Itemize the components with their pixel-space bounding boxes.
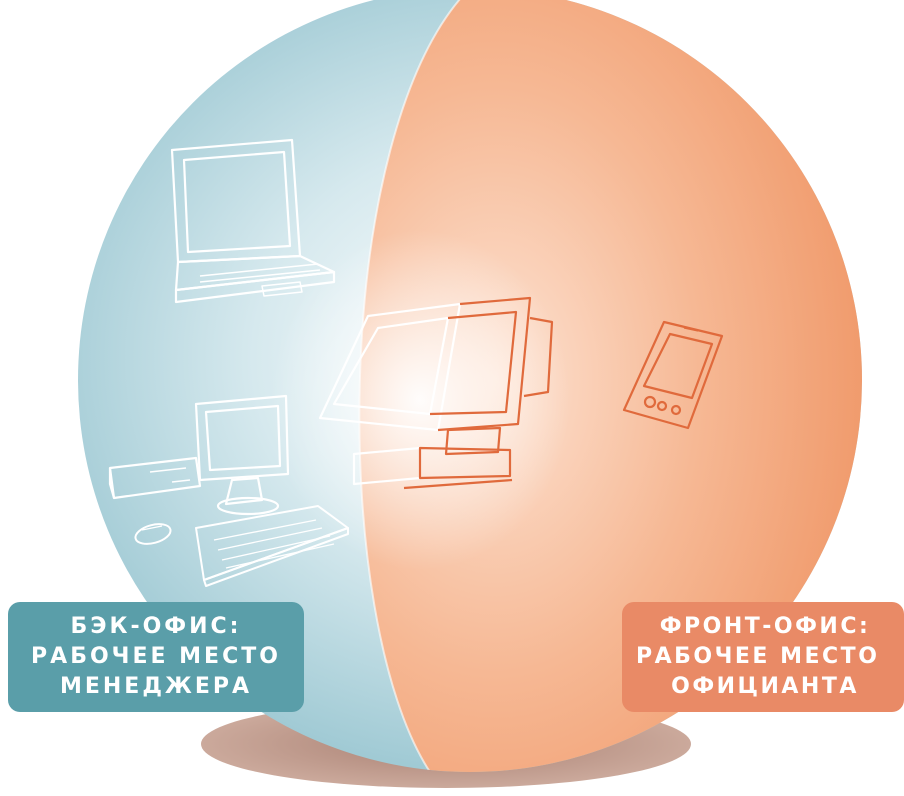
back-office-subtitle: РАБОЧЕЕ МЕСТО	[31, 644, 281, 669]
back-office-label: БЭК-ОФИС: РАБОЧЕЕ МЕСТО МЕНЕДЖЕРА	[8, 602, 304, 712]
front-office-label: ФРОНТ-ОФИС: РАБОЧЕЕ МЕСТО ОФИЦИАНТА	[622, 602, 904, 712]
desktop-computer-icon	[108, 394, 290, 516]
front-office-hemisphere	[359, 0, 862, 772]
front-office-title: ФРОНТ-ОФИС:	[659, 614, 871, 639]
pos-terminal-icon	[318, 296, 554, 490]
pda-icon	[622, 320, 724, 430]
front-office-subtitle: РАБОЧЕЕ МЕСТО	[636, 644, 880, 669]
mouse-icon	[134, 523, 172, 545]
front-office-role: ОФИЦИАНТА	[671, 674, 859, 699]
back-office-title: БЭК-ОФИС:	[70, 614, 242, 639]
back-office-role: МЕНЕДЖЕРА	[59, 674, 253, 699]
laptop-icon	[170, 138, 336, 304]
keyboard-icon	[195, 505, 349, 587]
